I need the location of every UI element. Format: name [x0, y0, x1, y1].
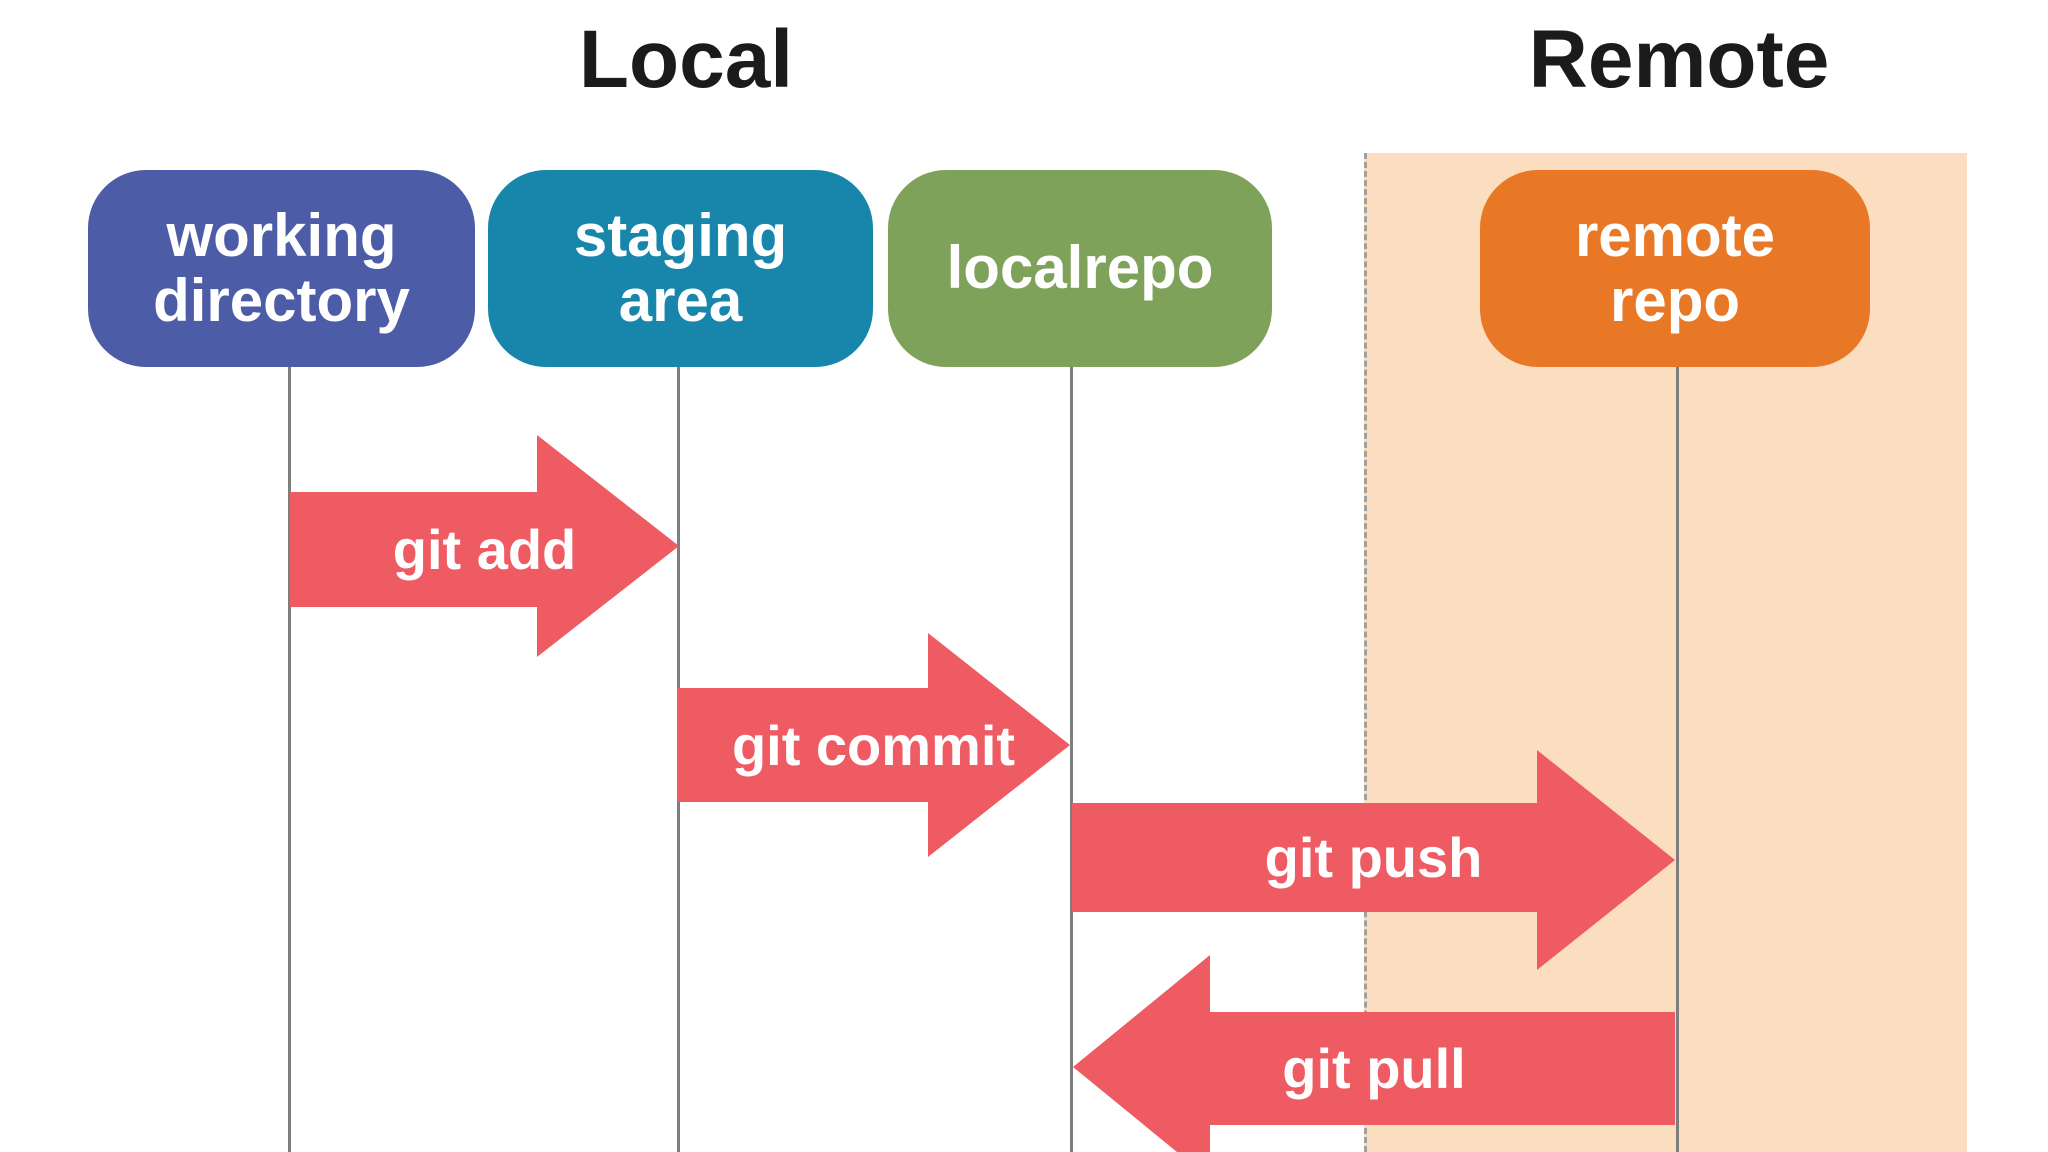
node-working-directory-label: working directory	[153, 202, 410, 334]
node-working-directory: working directory	[88, 170, 475, 367]
node-localrepo: localrepo	[888, 170, 1272, 367]
arrow-git-add-label: git add	[392, 518, 577, 581]
local-section-title: Local	[578, 14, 794, 105]
arrow-git-push-shaft	[1072, 803, 1537, 912]
node-staging-area: staging area	[488, 170, 873, 367]
arrow-git-add: git add	[290, 435, 679, 658]
arrow-git-add-head-icon	[537, 435, 679, 657]
lifeline-localrepo	[1070, 365, 1073, 1152]
lifeline-working-directory	[288, 365, 291, 1152]
lifeline-remote-repo	[1676, 365, 1679, 1152]
node-staging-area-label: staging area	[573, 202, 788, 334]
remote-section-title: Remote	[1528, 14, 1830, 105]
arrow-git-pull-shaft	[1210, 1012, 1675, 1125]
arrow-git-commit-shaft	[677, 688, 928, 802]
node-remote-repo-label: remote repo	[1574, 202, 1776, 334]
arrow-git-push-label: git push	[1264, 826, 1483, 889]
arrow-git-commit: git commit	[677, 633, 1070, 857]
arrow-git-push-head-icon	[1537, 750, 1675, 970]
arrow-git-commit-head-icon	[928, 633, 1070, 857]
arrow-git-pull-label: git pull	[1282, 1037, 1466, 1100]
arrow-git-pull-head-icon	[1073, 955, 1210, 1152]
node-localrepo-label: localrepo	[946, 234, 1214, 302]
arrow-git-commit-label: git commit	[731, 713, 1016, 777]
arrow-git-add-shaft	[290, 492, 537, 607]
arrow-git-push: git push	[1072, 750, 1675, 970]
arrow-git-pull: git pull	[1073, 955, 1675, 1152]
node-remote-repo: remote repo	[1480, 170, 1870, 367]
